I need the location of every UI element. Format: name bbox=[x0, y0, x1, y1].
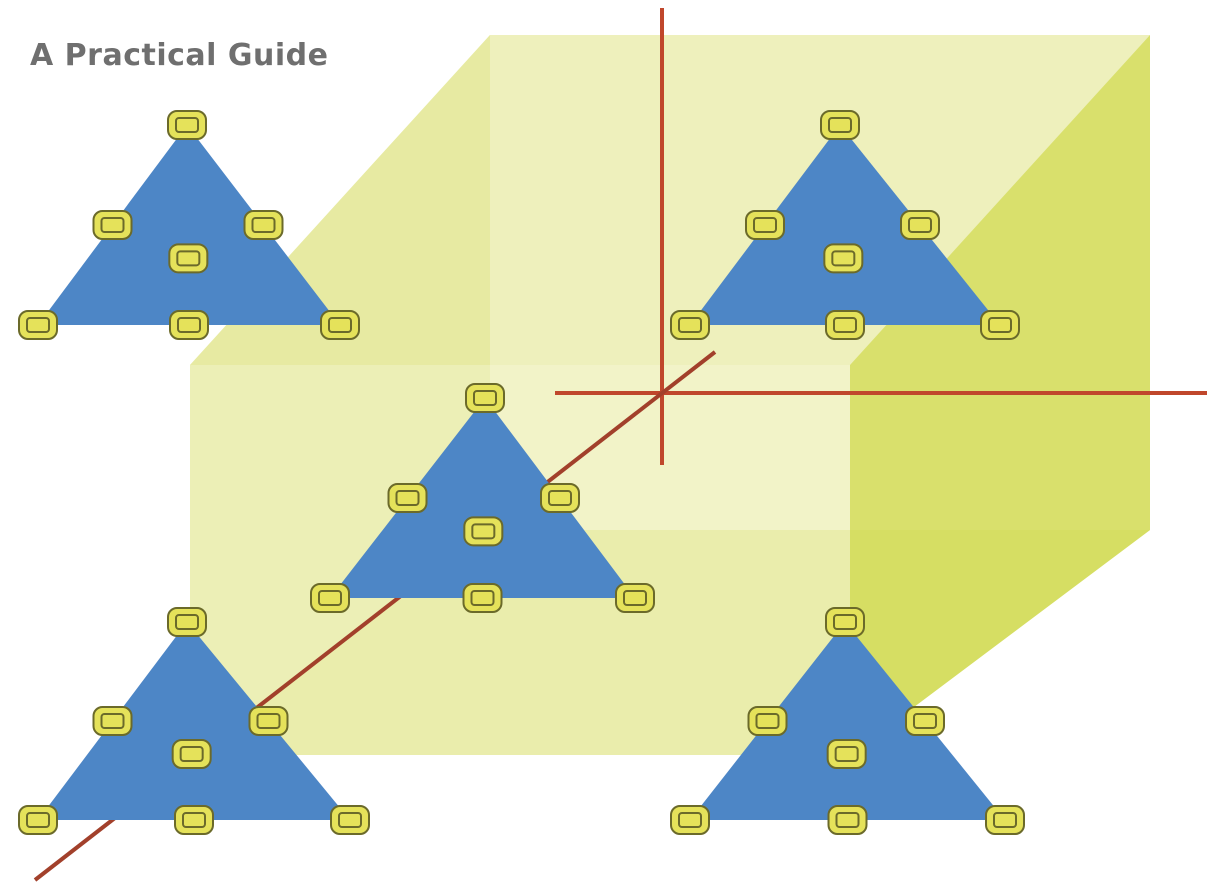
triangle-shape bbox=[38, 125, 340, 325]
node-badge-glyph bbox=[182, 812, 206, 828]
node-badge-glyph bbox=[251, 217, 276, 233]
node-badge-glyph bbox=[318, 590, 342, 606]
node-badge-glyph bbox=[175, 614, 199, 630]
node-badge bbox=[310, 583, 350, 613]
node-badge bbox=[320, 310, 360, 340]
node-badge-glyph bbox=[834, 746, 859, 762]
node-badge-glyph bbox=[623, 590, 647, 606]
triangles bbox=[18, 110, 1025, 835]
node-badge bbox=[18, 310, 58, 340]
node-badge-glyph bbox=[328, 317, 352, 333]
node-badge bbox=[820, 110, 860, 140]
triangle-center bbox=[310, 383, 655, 613]
node-badge-glyph bbox=[993, 812, 1017, 828]
node-badge bbox=[92, 210, 133, 240]
node-badge bbox=[465, 383, 505, 413]
node-badge-glyph bbox=[177, 317, 201, 333]
node-badge bbox=[387, 483, 428, 513]
node-badge bbox=[330, 805, 370, 835]
node-badge-glyph bbox=[471, 523, 496, 540]
node-badge-glyph bbox=[753, 217, 777, 233]
node-badge bbox=[670, 805, 710, 835]
node-badge bbox=[174, 805, 214, 835]
node-badge-glyph bbox=[256, 713, 281, 729]
node-badge-glyph bbox=[100, 713, 125, 729]
node-badge bbox=[18, 805, 58, 835]
node-badge-glyph bbox=[835, 812, 860, 828]
node-badge-glyph bbox=[831, 250, 856, 267]
node-badge-glyph bbox=[828, 117, 852, 133]
node-badge-glyph bbox=[26, 812, 50, 828]
node-badge bbox=[905, 706, 945, 736]
node-badge-glyph bbox=[833, 614, 857, 630]
node-badge-glyph bbox=[833, 317, 857, 333]
node-badge bbox=[823, 243, 864, 274]
node-badge bbox=[169, 310, 209, 340]
node-badge bbox=[670, 310, 710, 340]
node-badge-glyph bbox=[26, 317, 50, 333]
node-badge-glyph bbox=[678, 812, 702, 828]
node-badge bbox=[92, 706, 133, 736]
node-badge bbox=[745, 210, 785, 240]
triangle-shape bbox=[330, 398, 635, 598]
triangle-top-right bbox=[670, 110, 1020, 340]
node-badge bbox=[615, 583, 655, 613]
triangle-bottom-left bbox=[18, 607, 370, 835]
node-badge-glyph bbox=[100, 217, 125, 233]
node-badge bbox=[747, 706, 788, 736]
node-badge bbox=[825, 310, 865, 340]
node-badge-glyph bbox=[338, 812, 362, 828]
node-badge bbox=[540, 483, 580, 513]
node-badge bbox=[168, 243, 209, 274]
node-badge-glyph bbox=[473, 390, 497, 406]
node-badge bbox=[167, 110, 207, 140]
node-badge bbox=[980, 310, 1020, 340]
node-badge-glyph bbox=[988, 317, 1012, 333]
node-badge bbox=[248, 706, 289, 736]
node-badge bbox=[243, 210, 284, 240]
triangle-shape bbox=[690, 125, 1000, 325]
page-title: A Practical Guide bbox=[30, 38, 329, 73]
node-badge bbox=[900, 210, 940, 240]
node-badge-glyph bbox=[395, 490, 420, 506]
node-badge-glyph bbox=[179, 746, 204, 762]
node-badge bbox=[985, 805, 1025, 835]
node-badge-glyph bbox=[678, 317, 702, 333]
node-badge bbox=[462, 583, 503, 613]
node-badge-glyph bbox=[176, 250, 201, 267]
node-badge-glyph bbox=[908, 217, 932, 233]
node-badge-glyph bbox=[913, 713, 937, 729]
node-badge bbox=[167, 607, 207, 637]
node-badge bbox=[171, 739, 212, 769]
node-badge-glyph bbox=[548, 490, 572, 506]
node-badge bbox=[827, 805, 868, 835]
triangle-shape bbox=[38, 622, 350, 820]
node-badge-glyph bbox=[470, 590, 495, 606]
triangle-shape bbox=[690, 622, 1005, 820]
triangle-bottom-right bbox=[670, 607, 1025, 835]
node-badge-glyph bbox=[755, 713, 780, 729]
node-badge bbox=[463, 516, 504, 547]
node-badge bbox=[826, 739, 867, 769]
triangle-top-left bbox=[18, 110, 360, 340]
node-badge bbox=[825, 607, 865, 637]
node-badge-glyph bbox=[175, 117, 199, 133]
